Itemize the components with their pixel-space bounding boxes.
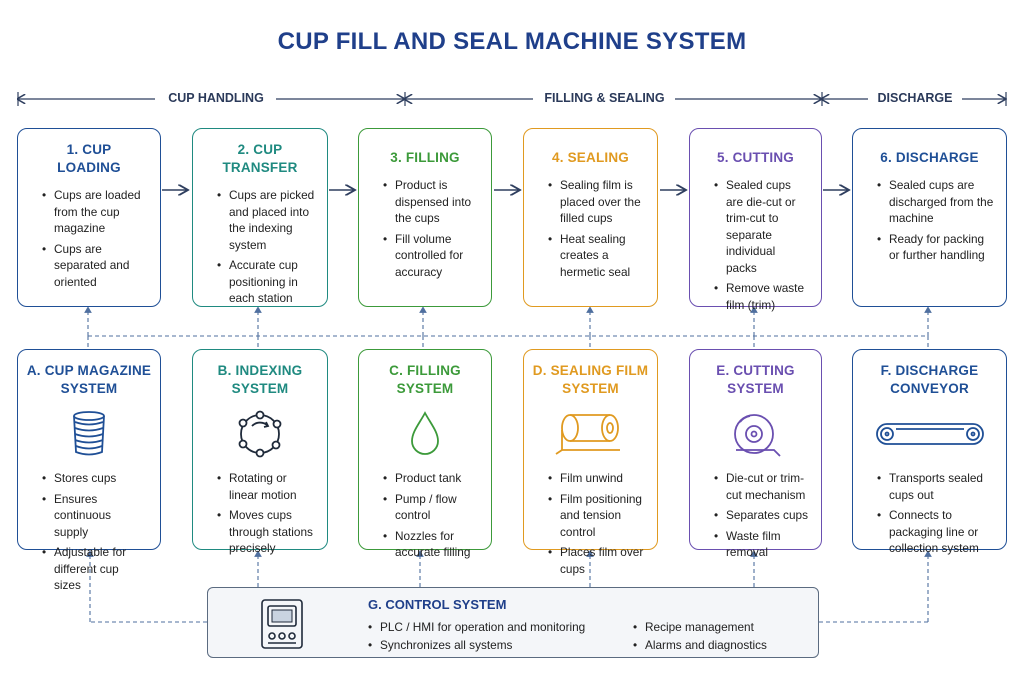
stage-sealing: 4. SEALING Sealing film is placed over t… — [523, 128, 658, 307]
control-panel-icon — [260, 598, 304, 655]
stage-cutting: 5. CUTTING Sealed cups are die-cut or tr… — [689, 128, 822, 312]
stage-discharge: 6. DISCHARGE Sealed cups are discharged … — [852, 128, 1007, 307]
section-label-cup-handling: CUP HANDLING — [160, 91, 272, 105]
system-bullets: Die-cut or trim-cut mechanismSeparates c… — [712, 470, 809, 561]
control-bullets-left: PLC / HMI for operation and monitoringSy… — [368, 618, 585, 654]
cutting-blade-icon — [690, 398, 821, 470]
stage-title: 6. DISCHARGE — [880, 150, 979, 165]
system-bullets: Film unwindFilm positioning and tension … — [546, 470, 645, 577]
page-title: CUP FILL AND SEAL MACHINE SYSTEM — [277, 28, 747, 55]
system-bullets: Product tankPump / flow controlNozzles f… — [381, 470, 479, 561]
system-bullets: Transports sealed cups outConnects to pa… — [875, 470, 994, 557]
section-label-filling-sealing: FILLING & SEALING — [538, 91, 671, 105]
droplet-icon — [359, 398, 491, 470]
rotary-indexer-icon — [193, 398, 327, 470]
stage-bullets: Product is dispensed into the cupsFill v… — [381, 177, 479, 280]
film-roll-icon — [524, 398, 657, 470]
stage-title: 3. FILLING — [390, 150, 460, 165]
stage-bullets: Sealing film is placed over the filled c… — [546, 177, 645, 280]
cup-stack-icon — [18, 398, 160, 470]
stage-bullets: Cups are loaded from the cup magazineCup… — [40, 187, 148, 290]
stage-bullets: Sealed cups are die-cut or trim-cut to s… — [712, 177, 809, 313]
system-bullets: Rotating or linear motionMoves cups thro… — [215, 470, 315, 557]
control-system-panel: G. CONTROL SYSTEM PLC / HMI for operatio… — [207, 587, 819, 658]
conveyor-belt-icon — [853, 398, 1006, 470]
stage-filling: 3. FILLING Product is dispensed into the… — [358, 128, 492, 307]
control-bullets-right: Recipe managementAlarms and diagnostics — [633, 618, 767, 654]
stage-bullets: Cups are picked and placed into the inde… — [215, 187, 315, 307]
section-label-discharge: DISCHARGE — [871, 91, 959, 105]
control-system-title: G. CONTROL SYSTEM — [368, 597, 507, 612]
system-bullets: Stores cupsEnsures continuous supplyAdju… — [40, 470, 148, 594]
stage-title: 4. SEALING — [551, 150, 629, 165]
stage-bullets: Sealed cups are discharged from the mach… — [875, 177, 994, 264]
stage-title: 5. CUTTING — [716, 150, 794, 165]
